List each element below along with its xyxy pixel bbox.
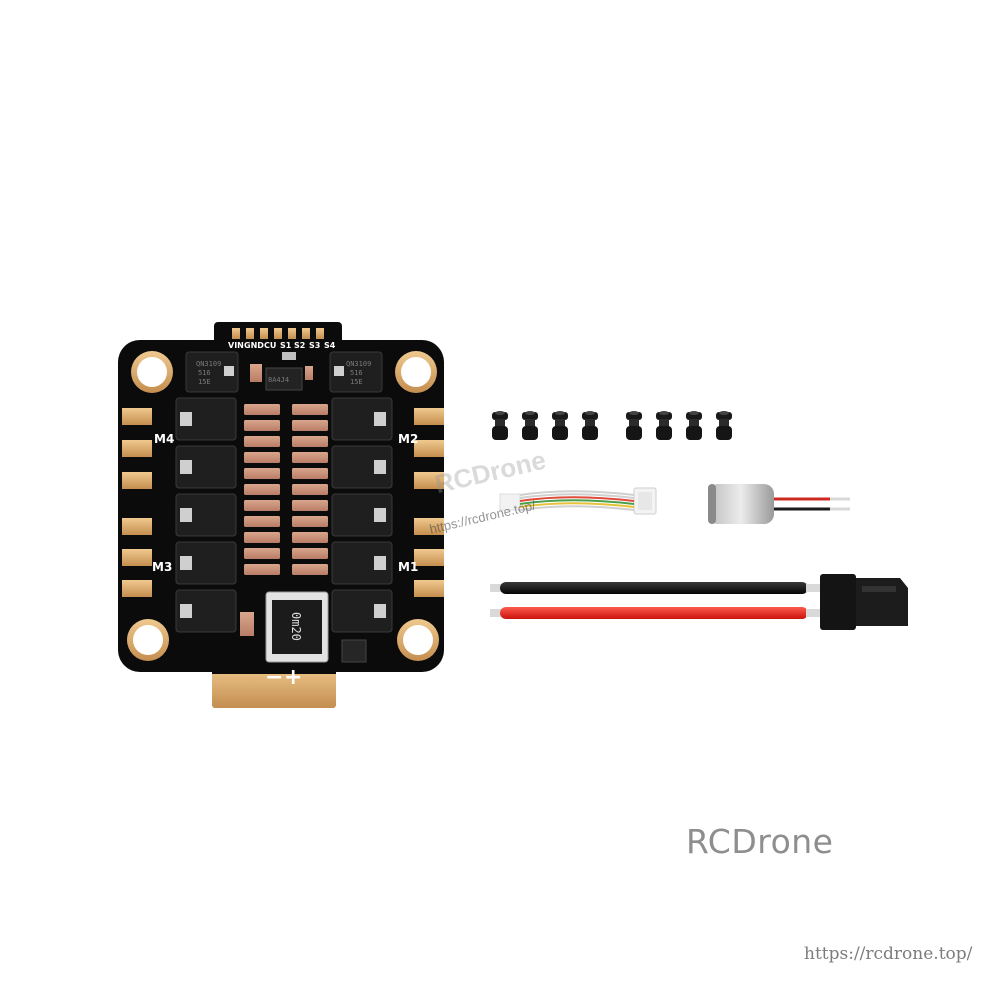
pad-label-s4: S4 — [324, 341, 336, 350]
ceramic-capacitor — [244, 436, 280, 447]
ceramic-capacitor — [292, 436, 328, 447]
signal-cable — [499, 487, 657, 515]
ceramic-capacitor — [244, 452, 280, 463]
electrolytic-capacitor — [708, 484, 850, 524]
ceramic-capacitor — [244, 564, 280, 575]
ceramic-capacitor — [292, 452, 328, 463]
mounting-hole-bottom-right — [397, 619, 439, 661]
motor-pads-left — [122, 408, 152, 597]
ceramic-capacitor — [292, 404, 328, 415]
pad-label-gnd: GND — [244, 341, 264, 350]
grommet — [552, 411, 568, 440]
power-lead — [490, 582, 820, 619]
ceramic-capacitor — [292, 500, 328, 511]
ceramic-capacitor — [292, 564, 328, 575]
pad-label-s1: S1 — [280, 341, 292, 350]
mosfet-column-right — [331, 397, 393, 633]
mounting-hole-top-left — [131, 351, 173, 393]
ceramic-capacitor — [292, 548, 328, 559]
svg-text:516: 516 — [350, 369, 363, 377]
mosfet-chip: QN3109 516 15E — [185, 351, 239, 393]
power-label-plus: + — [284, 665, 302, 690]
cable-wire — [519, 499, 635, 505]
brand-watermark: RCDrone — [686, 822, 834, 861]
svg-text:516: 516 — [198, 369, 211, 377]
rubber-grommets — [492, 411, 732, 440]
cable-wire — [519, 496, 635, 502]
grommet — [656, 411, 672, 440]
ceramic-capacitor — [244, 532, 280, 543]
motor-label-m3: M3 — [152, 560, 172, 574]
grommet — [686, 411, 702, 440]
motor-label-m4: M4 — [154, 432, 174, 446]
mosfet-chip: QN3109 516 15E — [329, 351, 383, 393]
power-label-minus: − — [265, 665, 283, 690]
grommet — [716, 411, 732, 440]
grommet — [522, 411, 538, 440]
motor-label-m1: M1 — [398, 560, 418, 574]
svg-text:QN3109: QN3109 — [346, 360, 371, 368]
svg-text:0m20: 0m20 — [289, 612, 303, 641]
connector-pads — [232, 328, 324, 339]
cable-wire — [519, 502, 635, 508]
ceramic-capacitor — [292, 420, 328, 431]
ceramic-capacitor — [244, 500, 280, 511]
mounting-hole-top-right — [395, 351, 437, 393]
mosfet-column-left — [175, 397, 237, 633]
ceramic-capacitor — [244, 420, 280, 431]
ceramic-capacitor — [244, 484, 280, 495]
grommet — [492, 411, 508, 440]
ceramic-capacitor — [292, 516, 328, 527]
pad-label-vin: VIN — [228, 341, 244, 350]
xt60-connector — [820, 574, 908, 630]
esc-board: VIN GND CU S1 S2 S3 S4 — [118, 322, 444, 708]
motor-pads-right — [414, 408, 444, 597]
regulator-chip: 8A4J4 — [250, 352, 313, 391]
capacitor-bank — [244, 404, 328, 575]
pad-label-s2: S2 — [294, 341, 305, 350]
cable-wire — [519, 505, 635, 511]
ceramic-capacitor — [292, 468, 328, 479]
pad-label-s3: S3 — [309, 341, 320, 350]
motor-label-m2: M2 — [398, 432, 418, 446]
url-watermark: https://rcdrone.top/ — [804, 944, 973, 964]
cable-wire — [519, 493, 635, 499]
ceramic-capacitor — [292, 532, 328, 543]
svg-text:8A4J4: 8A4J4 — [268, 376, 289, 384]
grommet — [582, 411, 598, 440]
svg-text:15E: 15E — [198, 378, 211, 386]
mounting-hole-bottom-left — [127, 619, 169, 661]
ceramic-capacitor — [244, 404, 280, 415]
grommet — [626, 411, 642, 440]
ceramic-capacitor — [244, 516, 280, 527]
power-tab — [212, 664, 336, 708]
ceramic-capacitor — [244, 548, 280, 559]
ceramic-capacitor — [292, 484, 328, 495]
ceramic-capacitor — [244, 468, 280, 479]
pad-label-cu: CU — [264, 341, 276, 350]
svg-text:QN3109: QN3109 — [196, 360, 221, 368]
current-shunt: 0m20 — [265, 591, 329, 663]
cable-wire — [519, 490, 635, 496]
svg-text:15E: 15E — [350, 378, 363, 386]
